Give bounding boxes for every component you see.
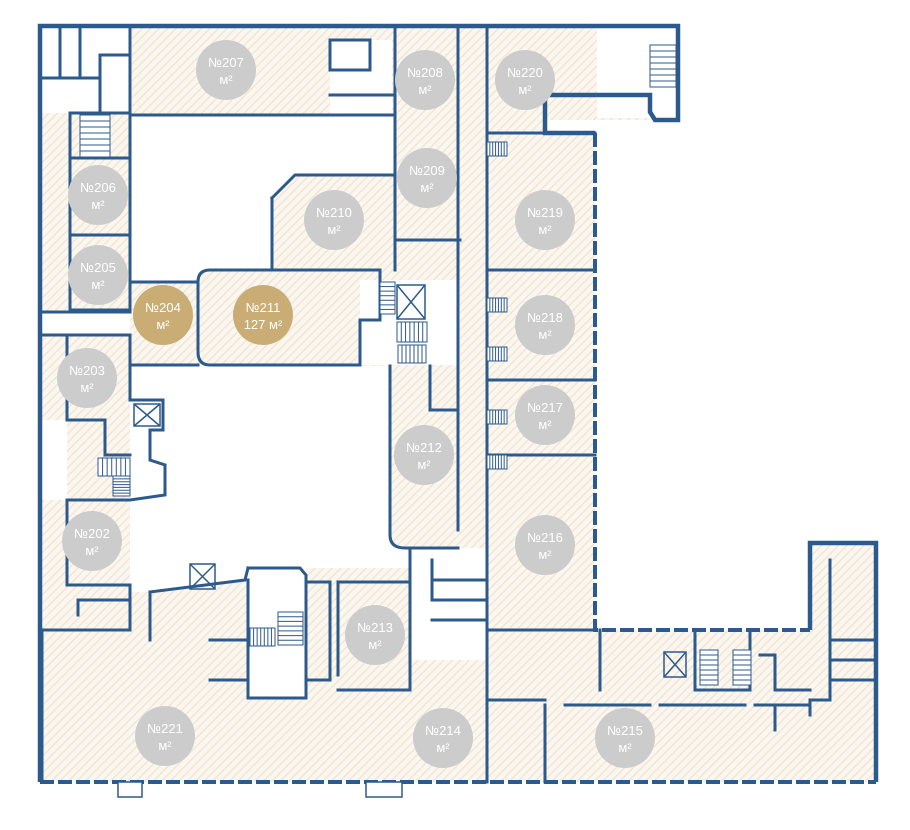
room-marker[interactable] xyxy=(57,348,117,408)
room-marker[interactable] xyxy=(394,425,454,485)
room-area: м² xyxy=(420,180,434,195)
room-area: м² xyxy=(85,543,99,558)
room-number: №202 xyxy=(74,526,110,541)
room-marker[interactable] xyxy=(133,285,193,345)
room-marker[interactable] xyxy=(397,148,457,208)
room-212[interactable]: №212 м² xyxy=(394,425,454,485)
room-211[interactable]: №211 127 м² xyxy=(233,285,293,345)
room-number: №218 xyxy=(527,310,563,325)
corridor-top-mid xyxy=(330,40,392,115)
entrance-west[interactable] xyxy=(117,781,143,798)
room-number: №212 xyxy=(406,440,442,455)
room-number: №208 xyxy=(407,65,443,80)
room-area: м² xyxy=(417,457,431,472)
room-area: м² xyxy=(436,740,450,755)
room-221[interactable]: №221 м² xyxy=(135,706,195,766)
courtyard-north xyxy=(130,115,395,282)
room-area: м² xyxy=(538,327,552,342)
room-marker[interactable] xyxy=(345,605,405,665)
room-number: №211 xyxy=(246,300,281,315)
room-marker[interactable] xyxy=(515,190,575,250)
room-area: м² xyxy=(80,380,94,395)
room-area: м² xyxy=(518,82,532,97)
room-area: м² xyxy=(538,222,552,237)
room-number: №204 xyxy=(145,300,181,315)
room-220[interactable]: №220 м² xyxy=(495,50,555,110)
entrance-south[interactable] xyxy=(365,781,403,798)
room-marker[interactable] xyxy=(68,245,128,305)
room-217[interactable]: №217 м² xyxy=(515,385,575,445)
room-210[interactable]: №210 м² xyxy=(304,190,364,250)
room-215[interactable]: №215 м² xyxy=(595,708,655,768)
room-216[interactable]: №216 м² xyxy=(515,515,575,575)
corridor-top-left xyxy=(42,28,132,113)
room-marker[interactable] xyxy=(135,706,195,766)
room-207[interactable]: №207 м² xyxy=(196,40,256,100)
room-marker[interactable] xyxy=(62,511,122,571)
room-area: м² xyxy=(418,82,432,97)
room-number: №207 xyxy=(208,55,244,70)
room-area: м² xyxy=(538,547,552,562)
room-number: №214 xyxy=(425,723,461,738)
room-214[interactable]: №214 м² xyxy=(413,708,473,768)
room-marker[interactable] xyxy=(233,285,293,345)
room-area: м² xyxy=(219,72,233,87)
stairs-icon xyxy=(79,44,752,686)
room-206[interactable]: №206 м² xyxy=(68,165,128,225)
outer-wall-southeast xyxy=(807,540,879,782)
room-number: №205 xyxy=(80,260,116,275)
room-marker[interactable] xyxy=(395,50,455,110)
room-number: №221 xyxy=(147,721,183,736)
room-area: 127 м² xyxy=(244,317,283,332)
room-number: №219 xyxy=(527,205,563,220)
room-area: м² xyxy=(538,417,552,432)
room-number: №203 xyxy=(69,363,105,378)
room-area: м² xyxy=(618,740,632,755)
room-number: №220 xyxy=(507,65,543,80)
corridor-south xyxy=(410,548,487,660)
room-number: №213 xyxy=(357,620,393,635)
elevator-icon xyxy=(133,284,687,678)
corridor-left-2 xyxy=(42,420,67,500)
room-marker[interactable] xyxy=(515,385,575,445)
room-area: м² xyxy=(158,738,172,753)
room-219[interactable]: №219 м² xyxy=(515,190,575,250)
room-205[interactable]: №205 м² xyxy=(68,245,128,305)
room-208[interactable]: №208 м² xyxy=(395,50,455,110)
room-204[interactable]: №204 м² xyxy=(133,285,193,345)
room-203[interactable]: №203 м² xyxy=(57,348,117,408)
outer-wall xyxy=(37,23,681,782)
corridor-left xyxy=(42,312,130,334)
room-number: №215 xyxy=(607,723,643,738)
room-area: м² xyxy=(91,197,105,212)
room-number: №217 xyxy=(527,400,563,415)
room-213[interactable]: №213 м² xyxy=(345,605,405,665)
room-marker[interactable] xyxy=(68,165,128,225)
courtyard-south xyxy=(130,366,410,592)
room-209[interactable]: №209 м² xyxy=(397,148,457,208)
room-marker[interactable] xyxy=(495,50,555,110)
room-marker[interactable] xyxy=(413,708,473,768)
room-marker[interactable] xyxy=(196,40,256,100)
outer-wall-east xyxy=(593,133,810,632)
room-marker[interactable] xyxy=(515,295,575,355)
room-218[interactable]: №218 м² xyxy=(515,295,575,355)
room-marker[interactable] xyxy=(515,515,575,575)
room-marker[interactable] xyxy=(595,708,655,768)
room-area: м² xyxy=(91,277,105,292)
room-area: м² xyxy=(327,222,341,237)
room-number: №216 xyxy=(527,530,563,545)
room-area: м² xyxy=(368,637,382,652)
room-number: №206 xyxy=(80,180,116,195)
room-area: м² xyxy=(156,317,170,332)
room-number: №209 xyxy=(409,163,445,178)
room-number: №210 xyxy=(316,205,352,220)
room-202[interactable]: №202 м² xyxy=(62,511,122,571)
room-marker[interactable] xyxy=(304,190,364,250)
